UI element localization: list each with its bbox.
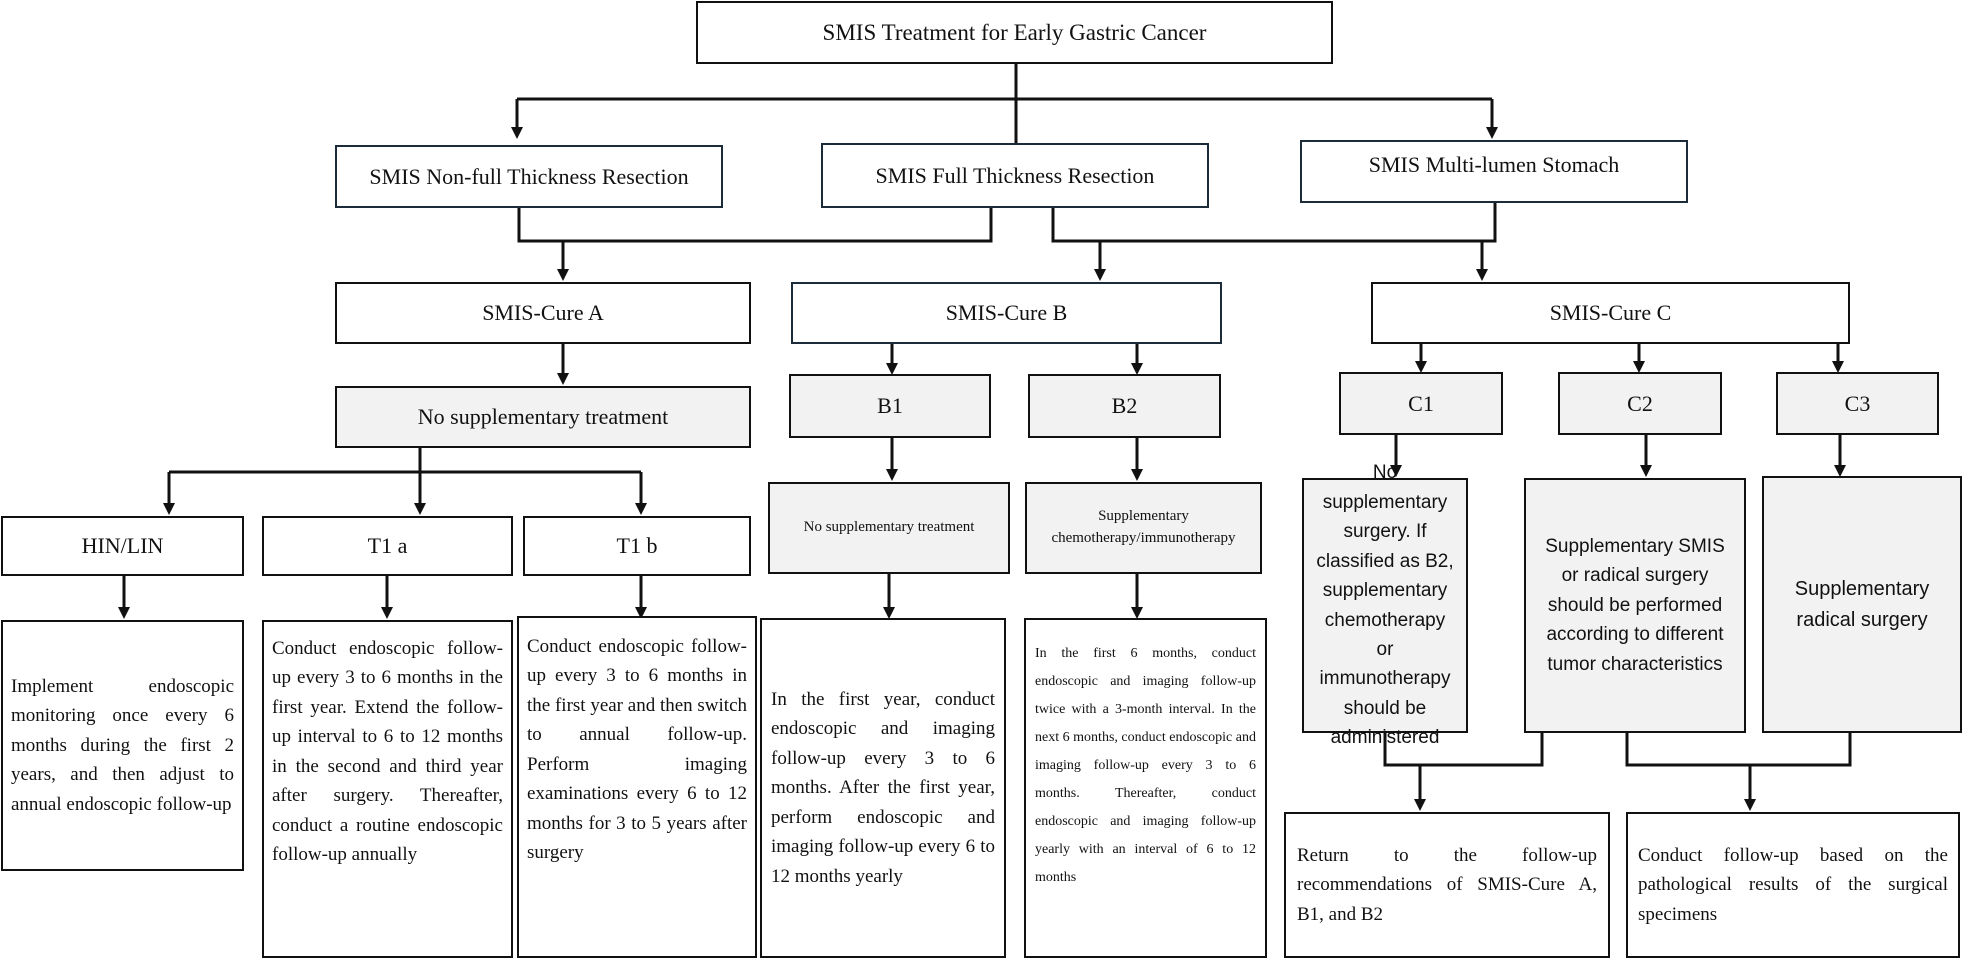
followup-c2-c3: Conduct follow-up based on the pathologi… (1626, 812, 1960, 958)
subtype-c2-label: C2 (1627, 390, 1653, 416)
subtype-c1: C1 (1339, 372, 1503, 435)
subtype-t1b: T1 b (523, 516, 751, 576)
method-full-thickness: SMIS Full Thickness Resection (821, 143, 1209, 208)
subtype-c3: C3 (1776, 372, 1939, 435)
c3-treatment: Supplementary radical surgery (1762, 476, 1962, 733)
c1-treatment-text: No supplementary surgery. If classified … (1316, 462, 1454, 749)
root-node: SMIS Treatment for Early Gastric Cancer (696, 1, 1333, 64)
c1-treatment: No supplementary surgery. If classified … (1302, 462, 1468, 748)
followup-t1b: Conduct endoscopic follow-up every 3 to … (517, 616, 757, 958)
cure-a-node: SMIS-Cure A (335, 282, 751, 344)
followup-c1-c2: Return to the follow-up recommendations … (1284, 812, 1610, 958)
followup-t1a: Conduct endoscopic follow-up every 3 to … (262, 620, 513, 958)
method-multi-label: SMIS Multi-lumen Stomach (1368, 152, 1620, 177)
followup-b2-text: In the first 6 months, conduct endoscopi… (1035, 646, 1256, 885)
c2-treatment: Supplementary SMIS or radical surgery sh… (1524, 478, 1746, 733)
method-non-full-thickness: SMIS Non-full Thickness Resection (335, 145, 723, 208)
followup-b1: In the first year, conduct endoscopic an… (760, 618, 1006, 958)
c3-treatment-text: Supplementary radical surgery (1794, 577, 1930, 631)
method-multi-lumen: SMIS Multi-lumen Stomach (1300, 140, 1688, 203)
followup-hin-lin: Implement endoscopic monitoring once eve… (1, 620, 244, 871)
cure-b-node: SMIS-Cure B (791, 282, 1222, 344)
subtype-c3-label: C3 (1844, 390, 1871, 416)
method-full-label: SMIS Full Thickness Resection (875, 162, 1155, 188)
b1-treatment-label: No supplementary treatment (803, 519, 975, 536)
followup-c1-c2-text: Return to the follow-up recommendations … (1297, 844, 1597, 925)
followup-t1b-text: Conduct endoscopic follow-up every 3 to … (527, 636, 748, 864)
b1-treatment: No supplementary treatment (768, 482, 1010, 574)
followup-hin-lin-text: Implement endoscopic monitoring once eve… (11, 675, 234, 815)
followup-b2: In the first 6 months, conduct endoscopi… (1024, 618, 1267, 958)
subtype-t1a-label: T1 a (367, 533, 408, 558)
subtype-b1: B1 (789, 374, 991, 438)
cure-c-node: SMIS-Cure C (1371, 282, 1850, 344)
cure-a-treatment-label: No supplementary treatment (417, 404, 669, 429)
subtype-c1-label: C1 (1408, 390, 1434, 416)
cure-c-label: SMIS-Cure C (1549, 300, 1672, 325)
subtype-c2: C2 (1558, 372, 1722, 435)
subtype-hin-lin: HIN/LIN (1, 516, 244, 576)
followup-c2-c3-text: Conduct follow-up based on the pathologi… (1638, 844, 1948, 925)
subtype-b2-label: B2 (1111, 393, 1138, 418)
followup-b1-text: In the first year, conduct endoscopic an… (771, 688, 995, 887)
cure-a-treatment: No supplementary treatment (335, 386, 751, 448)
subtype-hin-lin-label: HIN/LIN (81, 533, 164, 558)
subtype-b1-label: B1 (877, 393, 903, 418)
cure-a-label: SMIS-Cure A (482, 300, 604, 325)
cure-b-label: SMIS-Cure B (945, 300, 1068, 325)
followup-t1a-text: Conduct endoscopic follow-up every 3 to … (272, 638, 503, 866)
method-non-full-label: SMIS Non-full Thickness Resection (369, 163, 689, 189)
c2-treatment-text: Supplementary SMIS or radical surgery sh… (1545, 535, 1725, 675)
root-label: SMIS Treatment for Early Gastric Cancer (822, 19, 1207, 45)
subtype-b2: B2 (1028, 374, 1221, 438)
b2-treatment-label: Supplementary chemotherapy/immunotherapy (1051, 508, 1236, 546)
subtype-t1a: T1 a (262, 516, 513, 576)
subtype-t1b-label: T1 b (616, 533, 658, 558)
b2-treatment: Supplementary chemotherapy/immunotherapy (1025, 482, 1262, 574)
